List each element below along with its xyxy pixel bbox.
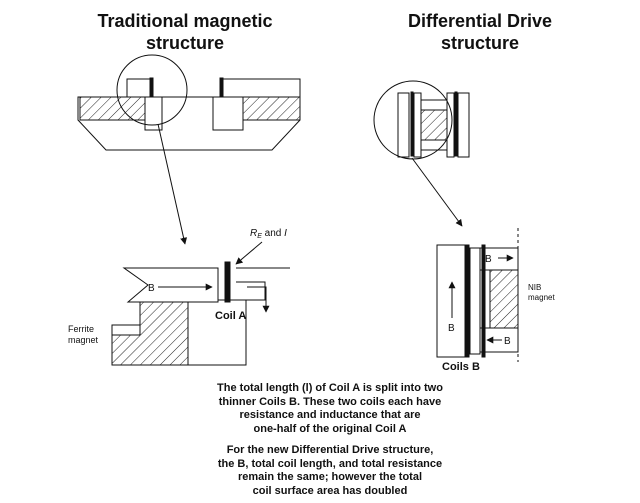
label-ferrite-magnet: magnet <box>68 335 99 345</box>
caption-line: one-half of the original Coil A <box>253 422 407 435</box>
label-coils-b: Coils B <box>442 361 480 373</box>
label-b-right-center: B <box>448 323 455 334</box>
label-re-and-i: RE and I <box>250 228 287 240</box>
caption-line: The total length (l) of Coil A is split … <box>217 382 443 394</box>
coil-b-left <box>465 244 470 358</box>
traditional-zoom-circle <box>116 54 188 126</box>
coil-a <box>224 261 231 303</box>
caption-paragraph-1: The total length (l) of Coil A is split … <box>180 382 480 436</box>
label-b-left: B <box>148 283 155 294</box>
coil-b-right <box>481 244 486 358</box>
traditional-structure-title: Traditional magnetic structure <box>70 10 300 54</box>
differential-structure-title: Differential Drive structure <box>380 10 580 54</box>
differential-title-line1: Differential Drive <box>407 11 553 31</box>
label-nib: NIB <box>528 283 541 292</box>
traditional-zoomed-view <box>111 241 290 366</box>
traditional-zoom-pointer <box>157 123 188 245</box>
caption-paragraph-2: For the new Differential Drive structure… <box>180 444 480 498</box>
caption-line: For the new Differential Drive structure… <box>226 444 434 456</box>
differential-zoom-pointer <box>411 157 463 227</box>
caption-line: thinner Coils B. These two coils each ha… <box>218 395 442 408</box>
label-ferrite: Ferrite <box>68 324 94 334</box>
caption-line: resistance and inductance that are <box>239 409 421 421</box>
differential-title-line2: structure <box>440 33 520 53</box>
re-i-pointer <box>235 241 263 265</box>
traditional-title-line2: structure <box>145 33 225 53</box>
nib-magnet <box>489 269 519 329</box>
traditional-title-line1: Traditional magnetic <box>97 11 273 31</box>
caption-line: remain the same; however the total <box>238 471 422 483</box>
differential-cross-section <box>373 80 470 160</box>
caption-line: coil surface area has doubled <box>252 484 408 497</box>
caption-line: the B, total coil length, and total resi… <box>217 457 443 470</box>
label-nib-magnet: magnet <box>528 293 555 302</box>
flux-return-arrow <box>247 286 270 313</box>
label-b-right-bottom: B <box>504 336 511 347</box>
traditional-cross-section <box>77 54 301 151</box>
differential-zoomed-view <box>436 228 519 362</box>
label-coil-a: Coil A <box>215 310 246 322</box>
label-b-right-top: B <box>485 254 492 265</box>
